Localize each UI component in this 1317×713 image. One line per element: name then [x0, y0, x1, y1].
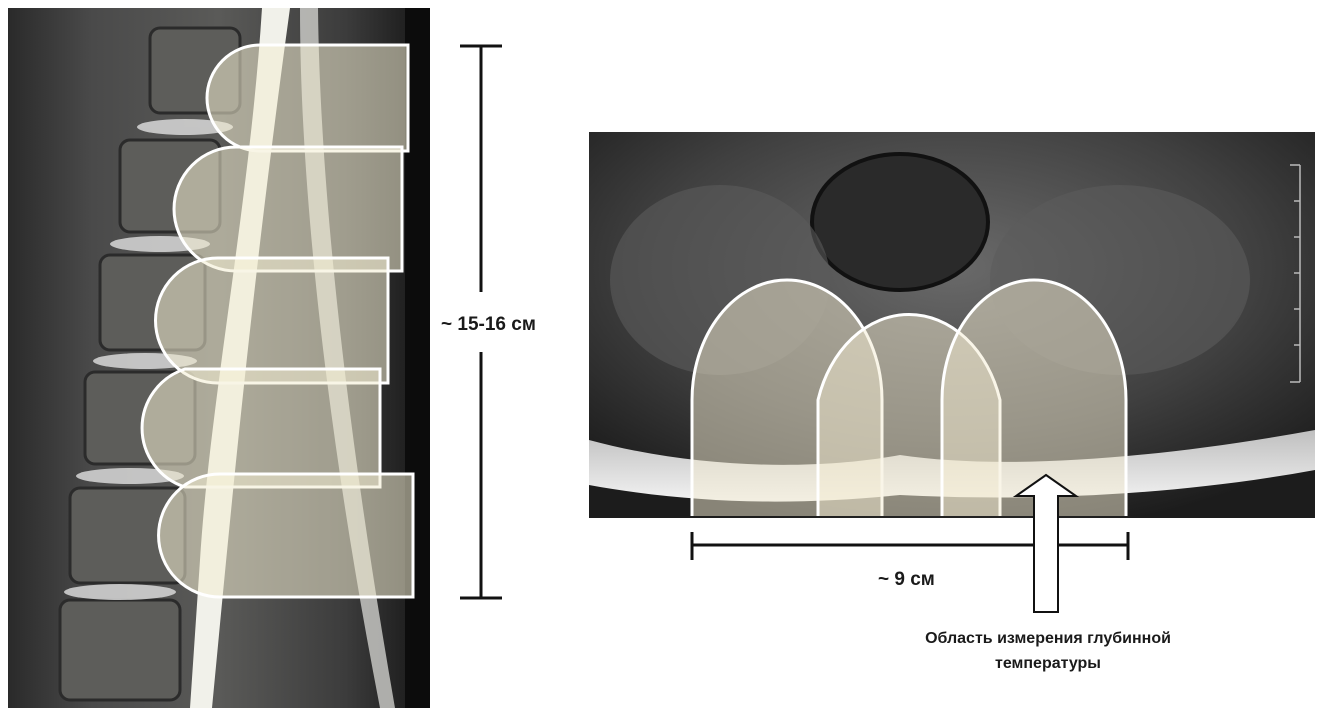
vertebral-body-axial: [812, 154, 988, 290]
width-label: ~ 9 см: [878, 569, 935, 590]
axial-zone-right: [942, 280, 1126, 516]
annotation-line-2: температуры: [995, 655, 1101, 672]
width-measure-bar: [692, 532, 1128, 560]
overlay-zone-2: [174, 147, 402, 271]
height-label: ~ 15-16 см: [441, 314, 536, 335]
overlay-zone-1: [207, 45, 408, 151]
axial-overlay-zones: [692, 280, 1126, 516]
overlay-zone-4: [142, 369, 380, 487]
overlay-zone-3: [156, 258, 388, 383]
overlay-zone-5: [159, 474, 413, 597]
annotation-line-1: Область измерения глубинной: [925, 630, 1171, 647]
